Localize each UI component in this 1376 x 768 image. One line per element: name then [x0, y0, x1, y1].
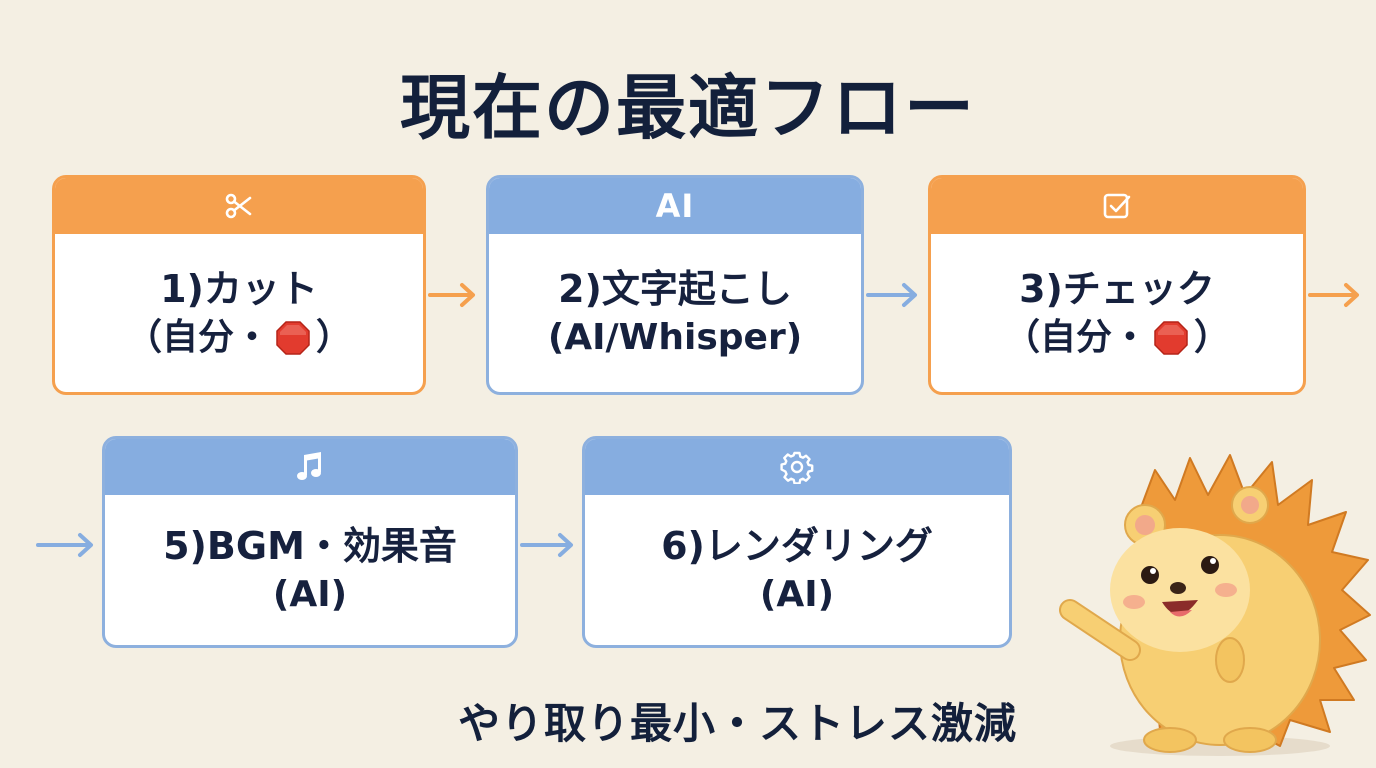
- step-title: 6)レンダリング: [661, 524, 933, 568]
- step-card-bgm: 5)BGM・効果音 (AI): [102, 436, 518, 648]
- step-card-cut: 1)カット （自分・ ）: [52, 175, 426, 395]
- step-title: 2)文字起こし: [558, 267, 792, 311]
- checkbox-icon: [1099, 188, 1135, 224]
- step-subtitle: (AI): [272, 574, 348, 615]
- step-title: 5)BGM・効果音: [163, 524, 457, 568]
- flow-arrow: [36, 533, 93, 557]
- ai-label: AI: [655, 187, 695, 225]
- step-subtitle: (AI/Whisper): [547, 317, 803, 358]
- stop-sign-icon: [276, 321, 310, 355]
- gear-icon: [779, 449, 815, 485]
- footer-caption: やり取り最小・ストレス激減: [458, 699, 1018, 748]
- step-card-header: AI: [489, 178, 861, 234]
- music-note-icon: [292, 449, 328, 485]
- step-card-rendering: 6)レンダリング (AI): [582, 436, 1012, 648]
- flow-arrow: [1308, 283, 1359, 307]
- flow-arrow: [520, 533, 573, 557]
- step-subtitle: （自分・ ）: [125, 317, 353, 358]
- step-card-transcription: AI 2)文字起こし (AI/Whisper): [486, 175, 864, 395]
- stop-sign-icon: [1154, 321, 1188, 355]
- step-card-header: [105, 439, 515, 495]
- step-title: 1)カット: [160, 267, 318, 311]
- hedgehog-mascot: [1059, 454, 1371, 756]
- step-card-header: [585, 439, 1009, 495]
- page-title: 現在の最適フロー: [400, 67, 976, 149]
- step-card-header: [55, 178, 423, 234]
- step-subtitle: （自分・ ）: [1003, 317, 1231, 358]
- step-card-header: [931, 178, 1303, 234]
- flow-arrow: [866, 283, 917, 307]
- flow-arrow: [428, 283, 475, 307]
- scissors-icon: [221, 188, 257, 224]
- step-title: 3)チェック: [1019, 267, 1215, 311]
- step-card-check: 3)チェック （自分・ ）: [928, 175, 1306, 395]
- step-subtitle: (AI): [759, 574, 835, 615]
